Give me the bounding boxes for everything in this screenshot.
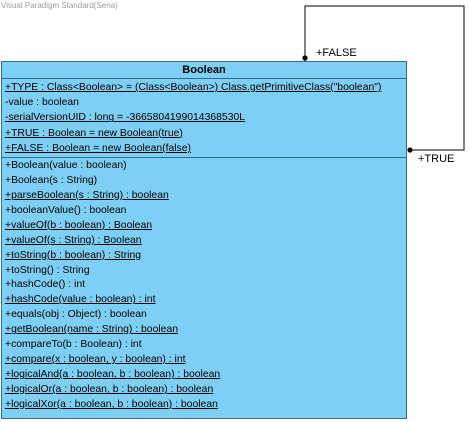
operation-text: +compareTo(b : Boolean) : int (5, 339, 142, 351)
operation-text: +logicalXor(a : boolean, b : boolean) : … (5, 398, 218, 410)
operation-text: +logicalAnd(a : boolean, b : boolean) : … (5, 369, 221, 381)
operation[interactable]: +logicalOr(a : boolean, b : boolean) : b… (5, 383, 406, 398)
role-label-true: +TRUE (418, 153, 455, 165)
operation[interactable]: +logicalXor(a : boolean, b : boolean) : … (5, 398, 406, 413)
operation[interactable]: +parseBoolean(s : String) : boolean (5, 189, 406, 204)
attribute-text: +FALSE : Boolean = new Boolean(false) (5, 142, 191, 154)
operation-text: +Boolean(value : boolean) (5, 159, 127, 171)
operation-text: +Boolean(s : String) (5, 174, 98, 186)
operation-text: +valueOf(s : String) : Boolean (5, 234, 142, 246)
attribute-text: -value : boolean (5, 97, 79, 109)
attribute[interactable]: +TRUE : Boolean = new Boolean(true) (5, 126, 406, 141)
attribute-text: -serialVersionUID : long = -366580419901… (5, 112, 246, 124)
operation-text: +parseBoolean(s : String) : boolean (5, 189, 169, 201)
operation[interactable]: +equals(obj : Object) : boolean (5, 308, 406, 323)
operation[interactable]: +valueOf(s : String) : Boolean (5, 234, 406, 249)
operation[interactable]: +compareTo(b : Boolean) : int (5, 338, 406, 353)
operation[interactable]: +hashCode() : int (5, 278, 406, 293)
attribute[interactable]: -serialVersionUID : long = -366580419901… (5, 110, 406, 125)
operation[interactable]: +Boolean(value : boolean) (5, 159, 406, 174)
watermark: Visual Paradigm Standard(Sena) (1, 1, 118, 10)
operation-text: +toString() : String (5, 264, 90, 276)
operation[interactable]: +compare(x : boolean, y : boolean) : int (5, 353, 406, 368)
attributes-compartment: +TYPE : Class<Boolean> = (Class<Boolean>… (2, 79, 406, 158)
operation[interactable]: +toString(b : boolean) : String (5, 249, 406, 264)
operation[interactable]: +toString() : String (5, 264, 406, 279)
association-end-dot-false (302, 55, 308, 61)
role-label-false: +FALSE (316, 47, 357, 59)
association-line (304, 5, 465, 151)
attribute[interactable]: +FALSE : Boolean = new Boolean(false) (5, 141, 406, 156)
operations-compartment: +Boolean(value : boolean) +Boolean(s : St… (2, 158, 406, 413)
association-end-dot-true (407, 147, 413, 153)
operation-text: +hashCode(value : boolean) : int (5, 294, 156, 306)
class-name: Boolean (2, 62, 406, 79)
attribute-text: +TRUE : Boolean = new Boolean(true) (5, 127, 183, 139)
operation[interactable]: +Boolean(s : String) (5, 174, 406, 189)
operation[interactable]: +hashCode(value : boolean) : int (5, 293, 406, 308)
operation-text: +getBoolean(name : String) : boolean (5, 324, 179, 336)
operation-text: +toString(b : boolean) : String (5, 249, 142, 261)
operation[interactable]: +logicalAnd(a : boolean, b : boolean) : … (5, 368, 406, 383)
operation-text: +hashCode() : int (5, 279, 85, 291)
attribute[interactable]: -value : boolean (5, 95, 406, 110)
operation[interactable]: +getBoolean(name : String) : boolean (5, 323, 406, 338)
attribute[interactable]: +TYPE : Class<Boolean> = (Class<Boolean>… (5, 80, 406, 95)
attribute-text: +TYPE : Class<Boolean> = (Class<Boolean>… (5, 82, 382, 93)
operation[interactable]: +valueOf(b : boolean) : Boolean (5, 219, 406, 234)
class-boolean[interactable]: Boolean +TYPE : Class<Boolean> = (Class<… (1, 61, 407, 419)
operation-text: +valueOf(b : boolean) : Boolean (5, 219, 153, 231)
operation-text: +logicalOr(a : boolean, b : boolean) : b… (5, 384, 214, 395)
operation[interactable]: +booleanValue() : boolean (5, 204, 406, 219)
operation-text: +compare(x : boolean, y : boolean) : int (5, 354, 186, 366)
operation-text: +booleanValue() : boolean (5, 204, 127, 216)
operation-text: +equals(obj : Object) : boolean (5, 309, 147, 321)
